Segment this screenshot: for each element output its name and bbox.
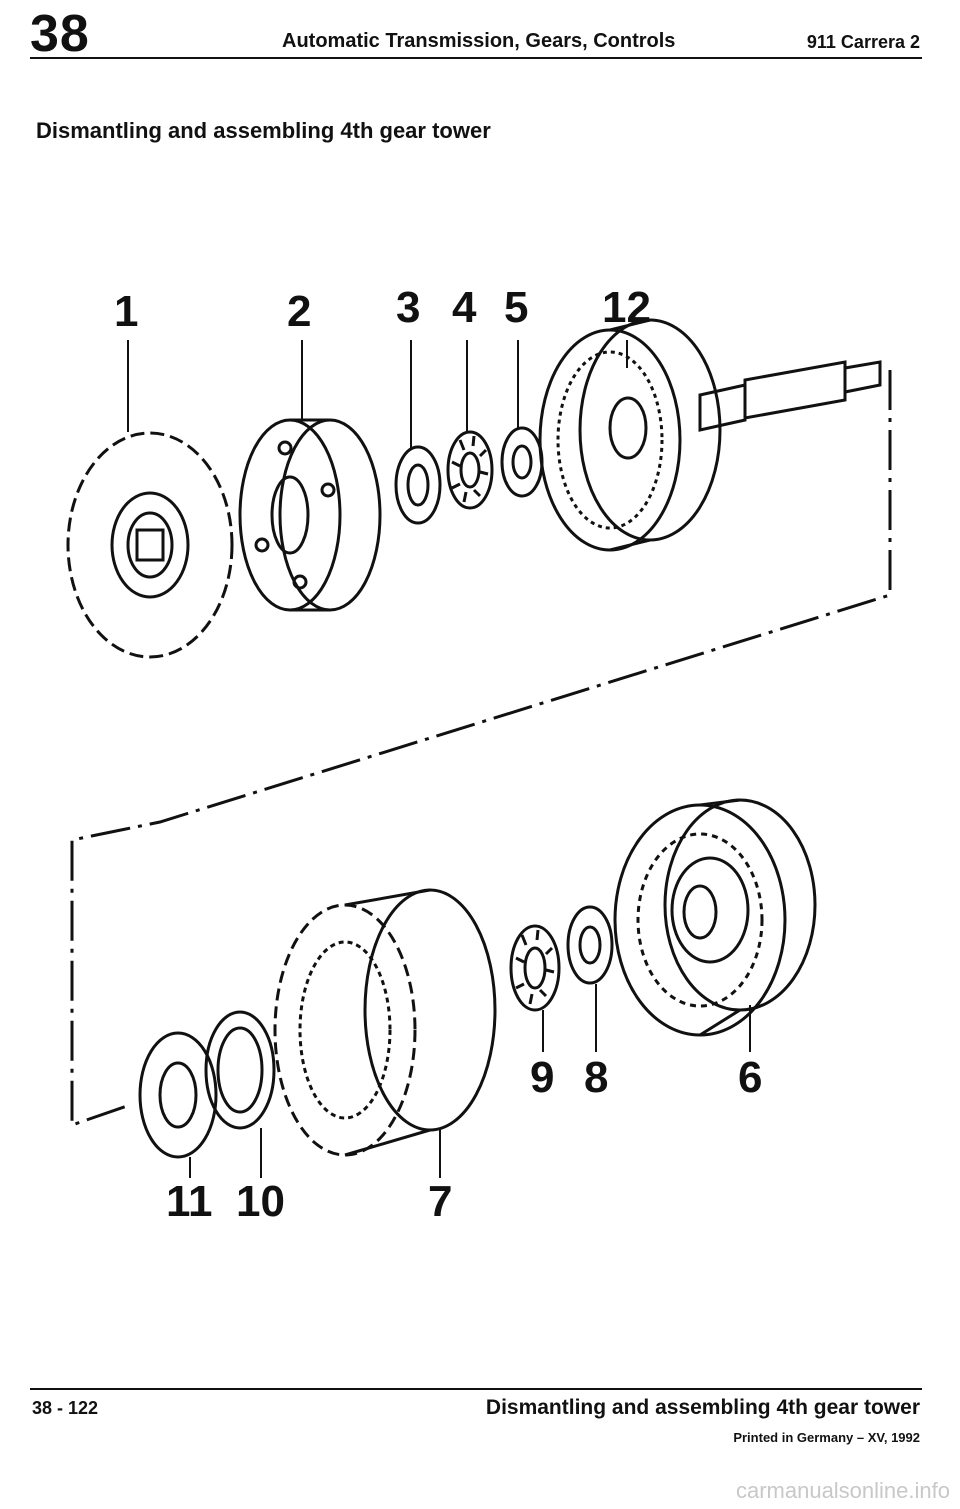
print-info: Printed in Germany – XV, 1992 <box>733 1430 920 1445</box>
part-1-gear-disc <box>66 431 234 659</box>
part-10-snap-ring <box>204 1010 276 1130</box>
callout-7: 7 <box>428 1177 453 1226</box>
assembly-path <box>70 370 892 1128</box>
watermark: carmanualsonline.info <box>735 1478 950 1503</box>
section-title: Automatic Transmission, Gears, Controls <box>282 30 676 52</box>
part-5-washer <box>500 426 544 498</box>
part-8-washer <box>566 905 614 985</box>
footer-title: Dismantling and assembling 4th gear towe… <box>485 1396 920 1419</box>
callout-9: 9 <box>530 1053 555 1102</box>
part-3-washer <box>394 445 442 525</box>
header-rule <box>30 57 922 59</box>
callout-2: 2 <box>287 287 312 336</box>
callout-8: 8 <box>584 1053 609 1102</box>
callout-6: 6 <box>738 1053 763 1102</box>
callout-5: 5 <box>504 283 529 332</box>
callout-4: 4 <box>452 283 477 332</box>
page-number: 38 - 122 <box>32 1398 99 1418</box>
callout-3: 3 <box>396 283 421 332</box>
callout-11: 11 <box>166 1177 213 1226</box>
part-12-ring-gear-shaft <box>538 318 882 552</box>
callout-12: 12 <box>602 283 651 332</box>
part-6-clutch-pack <box>613 798 817 1037</box>
part-7-clutch-drum <box>273 888 497 1157</box>
leader-lines <box>127 340 751 1178</box>
footer-rule <box>30 1388 922 1390</box>
callout-1: 1 <box>114 287 139 336</box>
chapter-number: 38 <box>30 5 90 63</box>
part-11-washer <box>138 1031 218 1159</box>
callout-10: 10 <box>236 1177 285 1226</box>
part-9-needle-bearing <box>509 924 561 1012</box>
page-title: Dismantling and assembling 4th gear towe… <box>36 118 491 143</box>
part-4-needle-bearing <box>446 430 494 510</box>
part-2-planet-carrier <box>238 418 382 612</box>
model-name: 911 Carrera 2 <box>806 32 920 52</box>
